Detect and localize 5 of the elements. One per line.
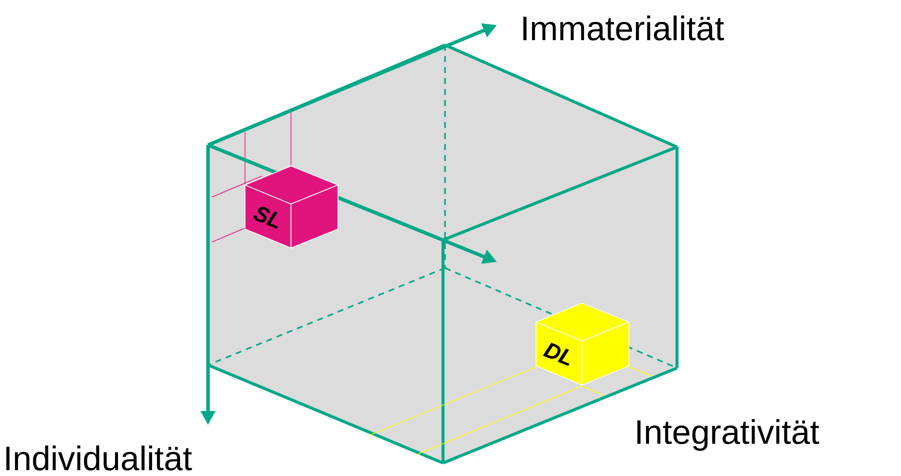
node-label: DL [542, 342, 570, 366]
axis-label: Integrativität [637, 419, 820, 451]
node-label: SL [254, 206, 278, 229]
axis-label: Immaterialität [523, 16, 724, 40]
axis-label: Individualität [6, 446, 192, 470]
